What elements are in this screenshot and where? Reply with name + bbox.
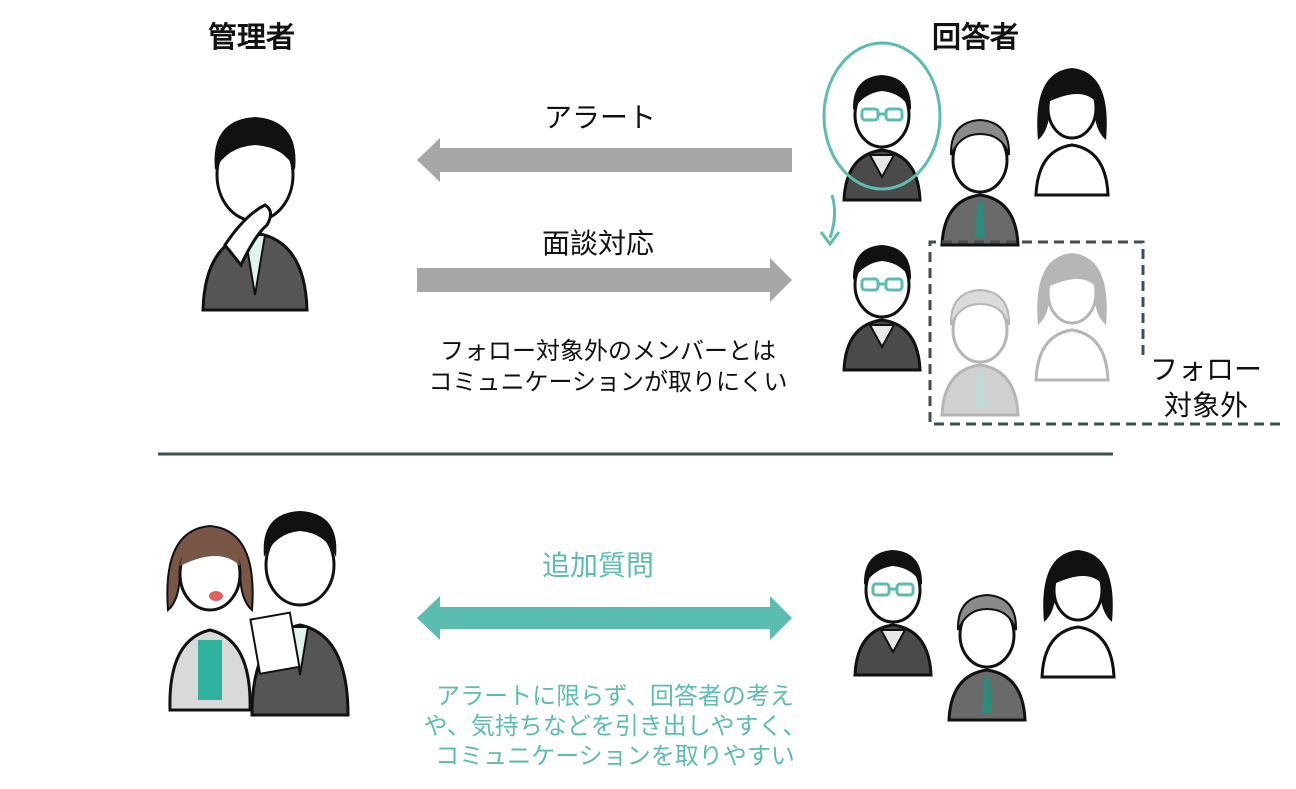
bottom-respondent-woman-figure — [1040, 548, 1116, 679]
bottom-note-line3: コミュニケーションを取りやすい — [435, 742, 795, 770]
excluded-label-line1: フォロー — [1150, 353, 1263, 386]
manager-thinking-figure — [201, 117, 309, 312]
excluded-respondents-group — [940, 251, 1110, 417]
manager-and-colleague-figure — [166, 511, 350, 717]
alert-arrow-label: アラート — [544, 101, 657, 134]
bottom-respondent-elder-figure — [947, 593, 1027, 722]
bottom-note-line2: や、気持ちなどを引き出しやすく、 — [423, 712, 807, 740]
interview-arrow — [417, 258, 792, 302]
top-note-line1: フォロー対象外のメンバーとは — [440, 337, 776, 365]
highlight-circle — [822, 41, 942, 191]
respondents-heading: 回答者 — [932, 20, 1020, 54]
top-note-line2: コミュニケーションが取りにくい — [428, 368, 788, 396]
additional-question-label: 追加質問 — [542, 549, 655, 582]
alert-arrow — [417, 138, 792, 182]
teal-down-arrow — [828, 194, 837, 239]
bottom-respondent-man-figure — [853, 548, 933, 677]
excluded-label: フォロー 対象外 — [1150, 352, 1262, 424]
additional-question-double-arrow — [417, 596, 792, 640]
excluded-label-line2: 対象外 — [1164, 389, 1249, 422]
top-note: フォロー対象外のメンバーとは コミュニケーションが取りにくい — [398, 336, 818, 398]
interview-arrow-label: 面談対応 — [542, 227, 655, 260]
bottom-note-line1: アラートに限らず、回答者の考え — [436, 682, 794, 710]
manager-heading: 管理者 — [208, 20, 296, 54]
bottom-note: アラートに限らず、回答者の考え や、気持ちなどを引き出しやすく、 コミュニケーシ… — [400, 681, 830, 771]
excluded-dashed-box — [928, 240, 1280, 426]
respondent-followed-figure — [842, 243, 922, 372]
respondent-elder-figure — [940, 118, 1020, 247]
respondent-woman-figure — [1034, 66, 1110, 197]
